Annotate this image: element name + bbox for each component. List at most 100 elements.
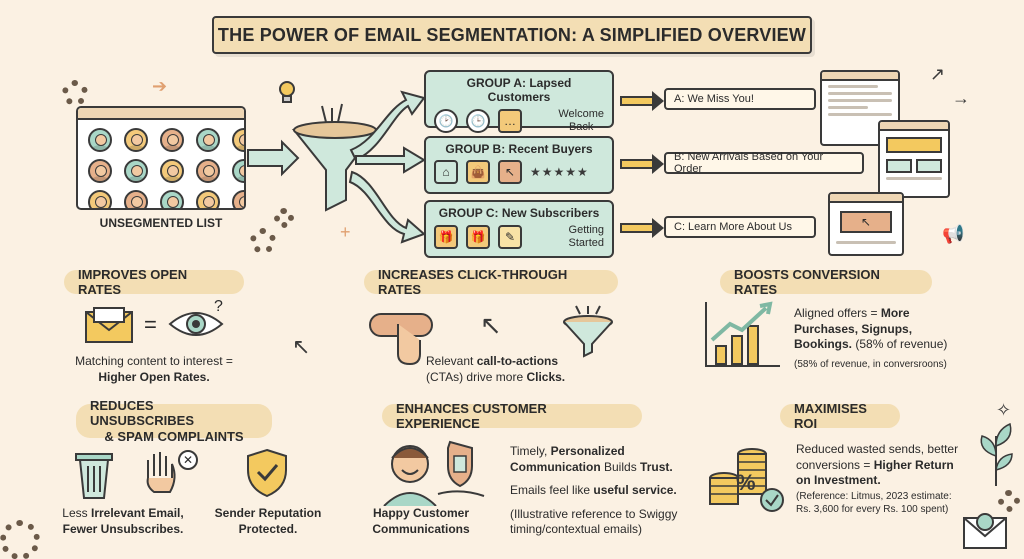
unsubscribes-left-line1-pre: Less	[62, 506, 91, 520]
avatar-grid	[78, 120, 244, 208]
group-b-title: GROUP B: Recent Buyers	[445, 142, 593, 156]
ctr-line2: (CTAs) drive more Clicks.	[426, 370, 626, 386]
avatar	[196, 159, 220, 183]
unsubscribes-left-line1-bold: Irrelevant Email,	[90, 506, 184, 520]
gift-icon: 🎁	[434, 224, 458, 249]
experience-line2-bold: Communication	[510, 459, 601, 474]
open-rates-line2-bold: Higher Open Rates.	[98, 369, 210, 384]
experience-line3: Emails feel like useful service.	[510, 483, 710, 499]
group-c-title: GROUP C: New Subscribers	[438, 206, 600, 220]
experience-line3-pre: Emails feel like	[510, 483, 594, 498]
unsubscribes-left-text: Less Irrelevant Email, Fewer Unsubscribe…	[48, 506, 198, 537]
open-rates-description: Matching content to interest = Higher Op…	[44, 354, 264, 385]
roi-line3: on Investment.	[796, 473, 976, 489]
unsegmented-list-window	[76, 106, 246, 210]
stop-hand-icon	[140, 448, 180, 503]
group-a-message: A: We Miss You!	[664, 88, 816, 110]
roi-reference-line1: (Reference: Litmus, 2023 estimate:	[796, 491, 952, 502]
experience-line3-bold: useful service.	[593, 483, 677, 498]
flow-arrow-group-c	[348, 170, 426, 244]
lightbulb-icon	[278, 80, 296, 106]
experience-line2-bold2: Trust.	[640, 459, 673, 474]
arrow-group-a-message	[620, 91, 664, 111]
gear-icon	[250, 228, 276, 254]
avatar	[88, 190, 112, 208]
cursor-icon: ↖	[840, 211, 892, 233]
unsubscribes-heading-line2: & SPAM COMPLAINTS	[104, 428, 244, 444]
unsubscribes-right-text: Sender Reputation Protected.	[204, 506, 332, 537]
open-rates-heading-text: IMPROVES OPEN RATES	[78, 267, 188, 297]
coins-percent-icon: %	[706, 438, 788, 519]
experience-person-line2: Communications	[366, 522, 476, 538]
growth-chart-icon	[702, 300, 782, 375]
unsegmented-list-label: UNSEGMENTED LIST	[99, 216, 223, 230]
unsubscribes-heading-line1: REDUCES UNSUBSCRIBES	[90, 397, 195, 429]
clock-icon: 🕑	[434, 108, 458, 133]
ctr-line2-pre: (CTAs) drive more	[426, 369, 527, 384]
group-a-caption: Welcome Back	[558, 108, 604, 133]
roi-line2-pre: conversions =	[796, 457, 874, 472]
group-b-message-text: B: New Arrivals Based on Your Order	[674, 151, 824, 175]
roi-line1: Reduced wasted sends, better	[796, 442, 959, 456]
gear-icon	[0, 520, 40, 559]
flow-arrow-group-a	[349, 90, 426, 162]
clock-icon: 🕒	[466, 108, 490, 133]
email-mockup-c: ↖	[828, 192, 904, 256]
open-rates-line2: Higher Open Rates.	[44, 370, 264, 386]
open-rates-heading: IMPROVES OPEN RATES	[64, 267, 244, 297]
roi-line2: conversions = Higher Return	[796, 458, 976, 474]
gear-icon	[274, 208, 294, 228]
ctr-heading: INCREASES CLICK-THROUGH RATES	[364, 267, 618, 297]
experience-person-caption: Happy Customer Communications	[366, 506, 476, 537]
page-title: THE POWER OF EMAIL SEGMENTATION: A SIMPL…	[212, 16, 812, 54]
avatar	[232, 159, 244, 183]
conversion-line2: Purchases, Signups,	[794, 322, 964, 338]
unsubscribes-right-line2: Protected.	[204, 522, 332, 538]
experience-person-line1: Happy Customer	[366, 506, 476, 522]
cursor-arrow-icon: ↖	[292, 334, 311, 359]
roi-heading-text: MAXIMISES ROI	[794, 401, 867, 431]
envelope-icon	[84, 306, 134, 351]
funnel-icon	[560, 304, 616, 365]
roi-line2-bold: Higher Return	[873, 457, 954, 472]
experience-person-line1-bold: Happy Customer	[372, 506, 470, 520]
shopping-bag-icon: 👜	[466, 160, 490, 184]
group-c-caption: Getting Started	[569, 224, 604, 249]
arrow-up-right-icon: ↗	[930, 64, 946, 84]
unsubscribes-left-line2: Fewer Unsubscribes.	[48, 522, 198, 538]
avatar	[196, 128, 220, 152]
flow-arrow-in	[247, 139, 300, 177]
plant-icon	[976, 416, 1016, 491]
conversion-heading: BOOSTS CONVERSION RATES	[720, 267, 932, 297]
experience-description: Timely, Personalized Communication Build…	[510, 444, 710, 538]
group-c-message-text: C: Learn More About Us	[674, 221, 793, 233]
storefront-icon: ⌂	[434, 160, 458, 184]
equals-icon: =	[144, 312, 157, 337]
ctr-description: Relevant call-to-actions (CTAs) drive mo…	[426, 354, 626, 385]
svg-text:%: %	[736, 470, 756, 495]
conversion-line1-bold: More	[880, 306, 910, 320]
conversion-heading-text: BOOSTS CONVERSION RATES	[734, 267, 880, 297]
experience-line1-bold: Personalized	[550, 444, 625, 458]
experience-line1-pre: Timely,	[510, 444, 551, 458]
conversion-line3: Bookings. (58% of revenue)	[794, 337, 964, 353]
ctr-line1-bold: call-to-actions	[476, 354, 559, 368]
avatar	[124, 128, 148, 152]
conversion-line1-pre: Aligned offers =	[794, 306, 881, 320]
eye-icon	[168, 306, 224, 347]
cursor-click-icon: ↖	[480, 310, 502, 340]
experience-heading-text: ENHANCES CUSTOMER EXPERIENCE	[396, 401, 547, 431]
group-a-card: GROUP A: Lapsed Customers 🕑 🕒 … Welcome …	[424, 70, 614, 133]
page-title-text: THE POWER OF EMAIL SEGMENTATION: A SIMPL…	[217, 24, 807, 45]
avatar	[88, 128, 112, 152]
avatar	[160, 128, 184, 152]
group-c-card: GROUP C: New Subscribers 🎁 🎁 ✎ Getting S…	[424, 200, 614, 258]
conversion-line1: Aligned offers = More	[794, 306, 964, 322]
question-mark-icon: ?	[214, 298, 223, 315]
roi-description: Reduced wasted sends, better conversions…	[796, 442, 976, 489]
roi-heading: MAXIMISES ROI	[780, 401, 900, 431]
group-b-card: GROUP B: Recent Buyers ⌂ 👜 ↖ ★★★★★	[424, 136, 614, 194]
avatar	[124, 190, 148, 208]
experience-line1: Timely, Personalized	[510, 444, 710, 460]
experience-line5: timing/contextual emails)	[510, 522, 643, 537]
